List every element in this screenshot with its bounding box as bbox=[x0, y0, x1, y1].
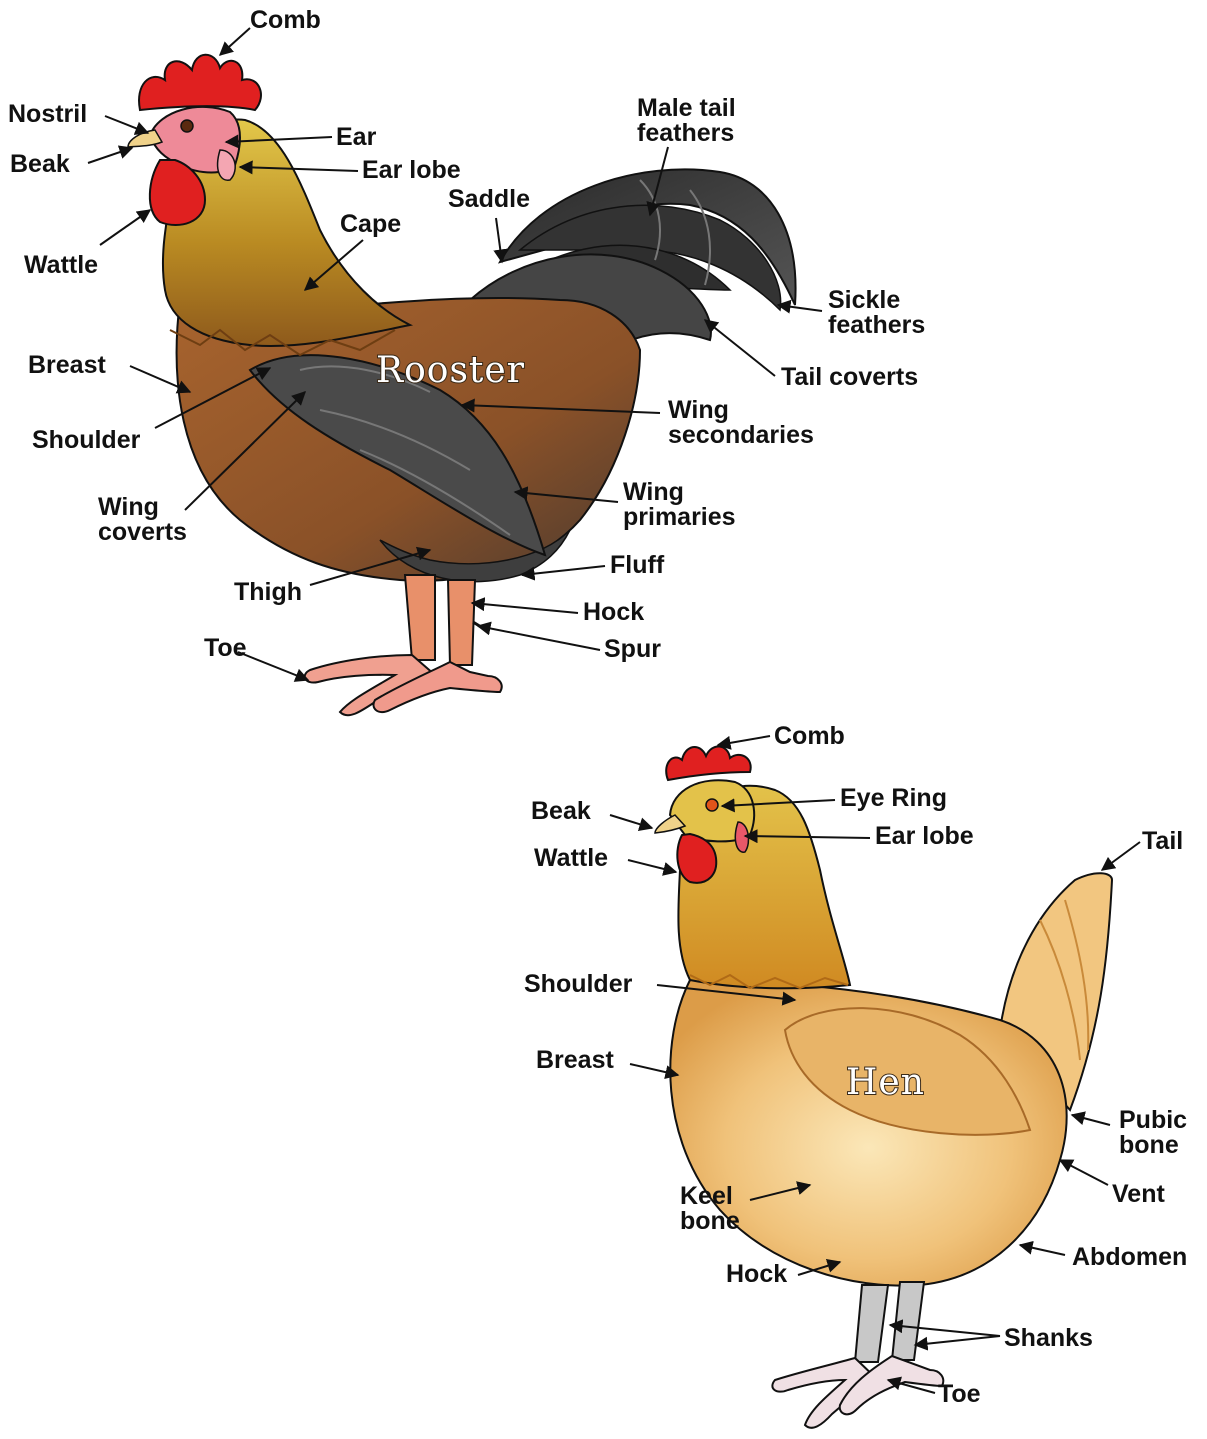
rooster-label-ear-lobe: Ear lobe bbox=[362, 158, 461, 183]
rooster-label-thigh: Thigh bbox=[234, 580, 302, 605]
rooster-comb bbox=[139, 55, 261, 110]
rooster-label-hock: Hock bbox=[583, 600, 644, 625]
rooster-label-comb: Comb bbox=[250, 8, 321, 33]
rooster-label-beak: Beak bbox=[10, 152, 70, 177]
hen-label-ear-lobe: Ear lobe bbox=[875, 824, 974, 849]
rooster-label-saddle: Saddle bbox=[448, 187, 530, 212]
rooster-label-nostril: Nostril bbox=[8, 102, 87, 127]
hen-label-shanks: Shanks bbox=[1004, 1326, 1093, 1351]
hen-label-shoulder: Shoulder bbox=[524, 972, 632, 997]
rooster-label-shoulder: Shoulder bbox=[32, 428, 140, 453]
hen-label-wattle: Wattle bbox=[534, 846, 608, 871]
rooster-eye bbox=[181, 120, 193, 132]
rooster-label-wing-primaries: Wing primaries bbox=[623, 480, 736, 530]
rooster-label-tail-coverts: Tail coverts bbox=[781, 365, 918, 390]
rooster-leg-left bbox=[405, 575, 435, 660]
hen-label-pubic-bone: Pubic bone bbox=[1119, 1108, 1187, 1158]
hen-label-vent: Vent bbox=[1112, 1182, 1165, 1207]
rooster-label-ear: Ear bbox=[336, 125, 376, 150]
hen-label-beak: Beak bbox=[531, 799, 591, 824]
hen-comb bbox=[666, 746, 751, 780]
hen-label-tail: Tail bbox=[1142, 829, 1183, 854]
rooster-label-wing-secondaries: Wing secondaries bbox=[668, 398, 814, 448]
rooster-label-spur: Spur bbox=[604, 637, 661, 662]
rooster-leg-right bbox=[448, 580, 475, 665]
hen-shank-left bbox=[855, 1285, 888, 1362]
hen-label-toe: Toe bbox=[938, 1382, 981, 1407]
hen-label-breast: Breast bbox=[536, 1048, 614, 1073]
hen-label-eye-ring: Eye Ring bbox=[840, 786, 947, 811]
rooster-label-male-tail-feathers: Male tail feathers bbox=[637, 96, 736, 146]
rooster-label-sickle-feathers: Sickle feathers bbox=[828, 288, 925, 338]
rooster-label-cape: Cape bbox=[340, 212, 401, 237]
rooster-title: Rooster bbox=[376, 350, 525, 391]
rooster-label-fluff: Fluff bbox=[610, 553, 664, 578]
hen-label-abdomen: Abdomen bbox=[1072, 1245, 1187, 1270]
rooster-label-breast: Breast bbox=[28, 353, 106, 378]
rooster-label-wing-coverts: Wing coverts bbox=[98, 495, 187, 545]
hen-label-hock: Hock bbox=[726, 1262, 787, 1287]
rooster-label-wattle: Wattle bbox=[24, 253, 98, 278]
hen-shank-right bbox=[892, 1282, 924, 1360]
hen-label-comb: Comb bbox=[774, 724, 845, 749]
hen-title: Hen bbox=[846, 1062, 925, 1103]
hen-label-keel-bone: Keel bone bbox=[680, 1184, 740, 1234]
hen-eye bbox=[706, 799, 718, 811]
rooster-label-toe: Toe bbox=[204, 636, 247, 661]
